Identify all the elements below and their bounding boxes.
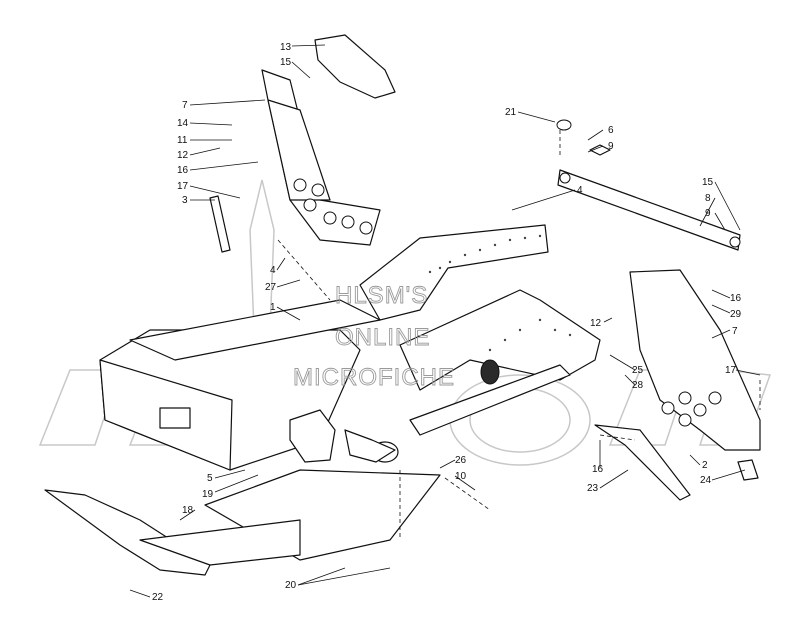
callout-16c: 16 [592,464,604,475]
right-side-plate [594,269,761,501]
callout-1: 1 [270,302,276,313]
callout-29: 29 [730,309,742,320]
callout-3: 3 [182,195,188,206]
callout-12b: 12 [590,318,602,329]
callout-4b: 4 [577,185,583,196]
callout-11: 11 [177,135,188,146]
callout-23: 23 [587,483,599,494]
callout-26: 26 [455,455,467,466]
callout-22: 22 [152,592,164,603]
callout-10: 10 [455,471,467,482]
watermark-line-2: ONLINE [335,324,430,351]
callout-7: 7 [182,100,188,111]
callout-28: 28 [632,380,644,391]
callout-5: 5 [207,473,213,484]
callout-21: 21 [505,107,517,118]
callout-20: 20 [285,580,297,591]
watermark-line-1: HLSM'S [335,282,428,309]
leader-lines [129,44,761,598]
callout-12: 12 [177,150,189,161]
callout-15: 15 [280,57,292,68]
callout-2: 2 [702,460,708,471]
callout-9b: 9 [705,208,711,219]
fastener-lines [277,130,761,540]
steering-rod [209,195,231,253]
callout-18: 18 [182,505,194,516]
callout-8: 8 [705,193,711,204]
callout-labels: 13 15 7 14 11 12 16 17 3 4 27 1 21 6 9 4… [152,42,742,603]
callout-16b: 16 [730,293,742,304]
callout-13: 13 [280,42,292,53]
main-chassis [99,224,601,471]
callout-17: 17 [177,181,189,192]
callout-27: 27 [265,282,277,293]
belly-pan [44,469,441,576]
chassis-dotted-area [428,234,572,352]
callout-7b: 7 [732,326,738,337]
callout-4: 4 [270,265,276,276]
watermark-text: HLSM'S ONLINE MICROFICHE [293,282,455,392]
watermark-line-3: MICROFICHE [293,364,455,391]
front-bumper-bar [556,119,741,251]
callout-6: 6 [608,125,614,136]
steering-cover [314,34,396,99]
callout-9: 9 [608,141,614,152]
callout-15b: 15 [702,177,714,188]
callout-16: 16 [177,165,189,176]
callout-24: 24 [700,475,712,486]
callout-14: 14 [177,118,189,129]
callout-19: 19 [202,489,214,500]
callout-25: 25 [632,365,644,376]
steering-post [209,34,396,253]
callout-17b: 17 [725,365,737,376]
